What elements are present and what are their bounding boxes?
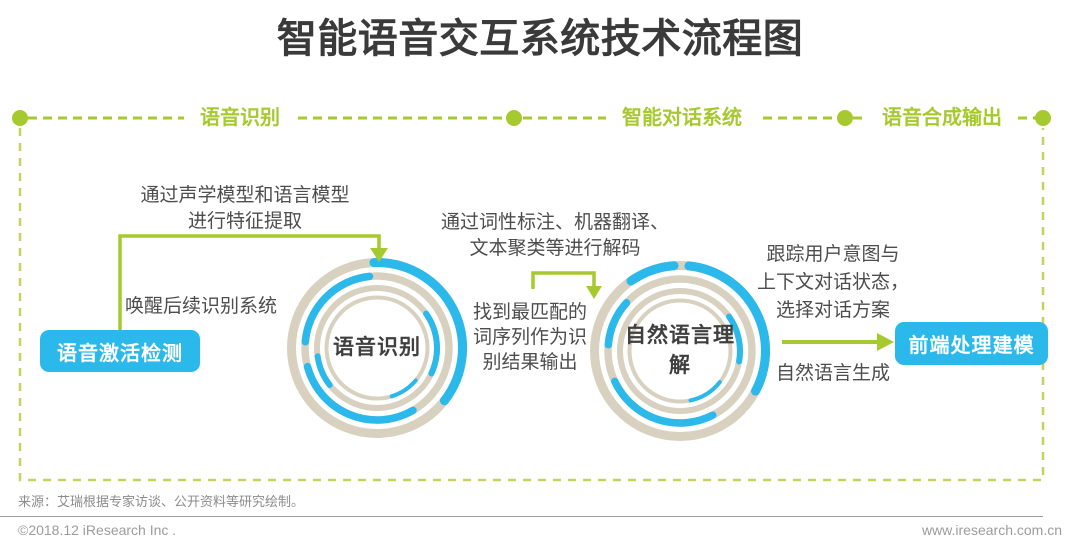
note-decode: 通过词性标注、机器翻译、 文本聚类等进行解码 — [440, 212, 670, 259]
note-best-match: 找到最匹配的 词序列作为识 别结果输出 — [472, 302, 588, 373]
note-nlg: 自然语言生成 — [776, 363, 891, 384]
website-link: www.iresearch.com.cn — [921, 522, 1062, 538]
note-feature-extraction: 通过声学模型和语言模型 进行特征提取 — [140, 185, 350, 232]
stage-label-dialog-system: 智能对话系统 — [606, 104, 758, 132]
node-frontend-processing-box: 前端处理建模 — [895, 322, 1048, 365]
nlu-circle-label: 自然语言理解 — [625, 324, 735, 377]
node-voice-activation-box: 语音激活检测 — [40, 330, 200, 372]
source-note: 来源：艾瑞根据专家访谈、公开资料等研究绘制。 — [18, 494, 305, 509]
note-wake: 唤醒后续识别系统 — [125, 296, 278, 317]
stage-label-speech-synthesis: 语音合成输出 — [866, 104, 1018, 132]
copyright-text: ©2018.12 iResearch Inc . — [18, 522, 177, 538]
arrow-asr-to-nlu-icon — [531, 271, 596, 289]
stage-dot-icon — [12, 110, 28, 126]
page-title: 智能语音交互系统技术流程图 — [276, 17, 804, 61]
stage-dot-icon — [837, 110, 853, 126]
stage-dot-icon — [1035, 110, 1051, 126]
asr-circle-label: 语音识别 — [333, 336, 421, 359]
stage-dot-icon — [506, 110, 522, 126]
footer-divider — [0, 516, 1043, 517]
arrowhead-icon — [877, 333, 894, 351]
note-dialog-tracking: 跟踪用户意图与 上下文对话状态， 选择对话方案 — [756, 244, 910, 321]
stage-label-speech-recognition: 语音识别 — [184, 104, 296, 132]
arrowhead-icon — [370, 248, 388, 262]
arrowhead-icon — [586, 286, 602, 299]
